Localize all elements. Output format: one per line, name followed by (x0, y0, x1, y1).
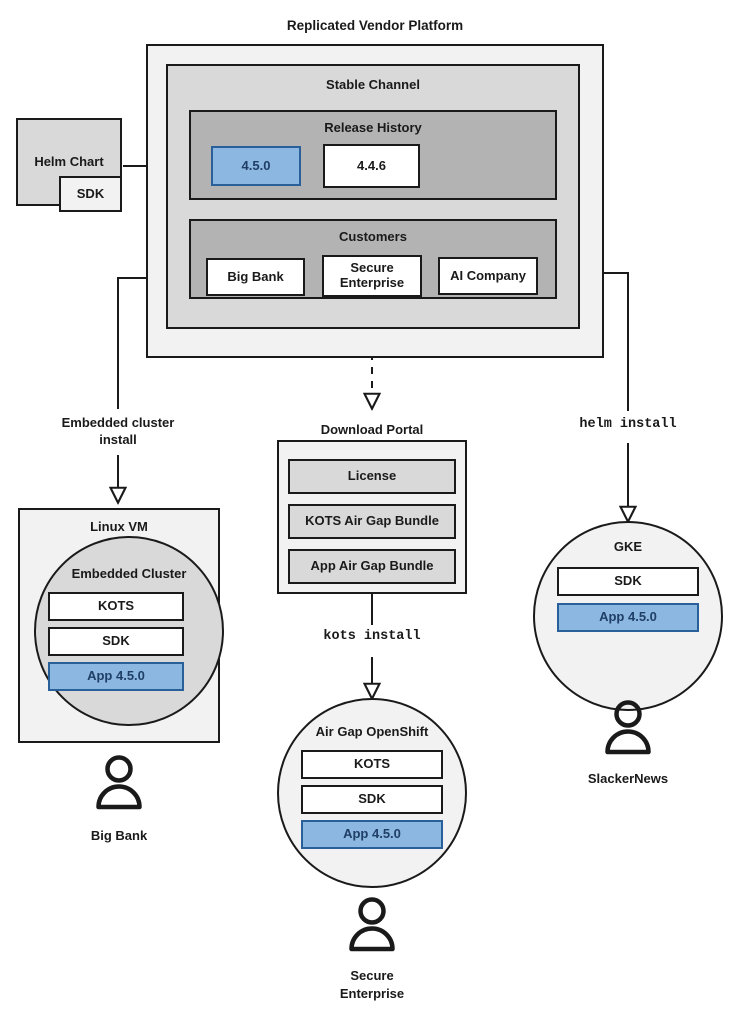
release-history-title: Release History (324, 120, 422, 135)
person-icon-secure-enterprise (349, 897, 395, 952)
download-portal-title: Download Portal (320, 422, 424, 437)
linux-vm-app-version[interactable]: App 4.5.0 (48, 662, 184, 691)
embedded-cluster-title: Embedded Cluster (71, 566, 187, 581)
connector-label-embedded-cluster-install-line2: install (99, 432, 137, 447)
stable-channel-title: Stable Channel (326, 77, 420, 92)
helm-chart-sdk-box[interactable]: SDK (59, 176, 122, 212)
connector-label-helm-install: helm install (579, 417, 677, 432)
target-gke-customer-label: SlackerNews (587, 771, 669, 786)
page-title: Replicated Vendor Platform (286, 18, 464, 33)
portal-artifact-kots-air-gap-bundle[interactable]: KOTS Air Gap Bundle (288, 504, 456, 539)
release-4.5.0[interactable]: 4.5.0 (211, 146, 301, 186)
target-gke-title: GKE (613, 539, 643, 554)
connector-label-embedded-cluster-install-line1: Embedded cluster (61, 415, 175, 430)
customer-ai-company[interactable]: AI Company (438, 257, 538, 295)
target-linux-vm-customer-label: Big Bank (90, 828, 148, 843)
target-linux-vm-title: Linux VM (90, 519, 148, 534)
openshift-app-version[interactable]: App 4.5.0 (301, 820, 443, 849)
target-openshift-customer-label-line2: Enterprise (339, 986, 405, 1001)
target-air-gap-openshift-title: Air Gap OpenShift (315, 724, 429, 739)
linux-vm-component-kots[interactable]: KOTS (48, 592, 184, 621)
gke-component-sdk[interactable]: SDK (557, 567, 699, 596)
openshift-component-kots[interactable]: KOTS (301, 750, 443, 779)
connector-label-kots-install: kots install (323, 629, 421, 644)
target-openshift-customer-label-line1: Secure (350, 968, 394, 983)
portal-artifact-license[interactable]: License (288, 459, 456, 494)
person-icon-big-bank (96, 755, 142, 810)
customers-title: Customers (339, 229, 407, 244)
linux-vm-component-sdk[interactable]: SDK (48, 627, 184, 656)
gke-app-version[interactable]: App 4.5.0 (557, 603, 699, 632)
openshift-component-sdk[interactable]: SDK (301, 785, 443, 814)
release-4.4.6[interactable]: 4.4.6 (323, 144, 420, 188)
customer-big-bank[interactable]: Big Bank (206, 258, 305, 296)
customer-secure-enterprise[interactable]: Secure Enterprise (322, 255, 422, 297)
portal-artifact-app-air-gap-bundle[interactable]: App Air Gap Bundle (288, 549, 456, 584)
person-icon-slackernews (605, 700, 651, 755)
